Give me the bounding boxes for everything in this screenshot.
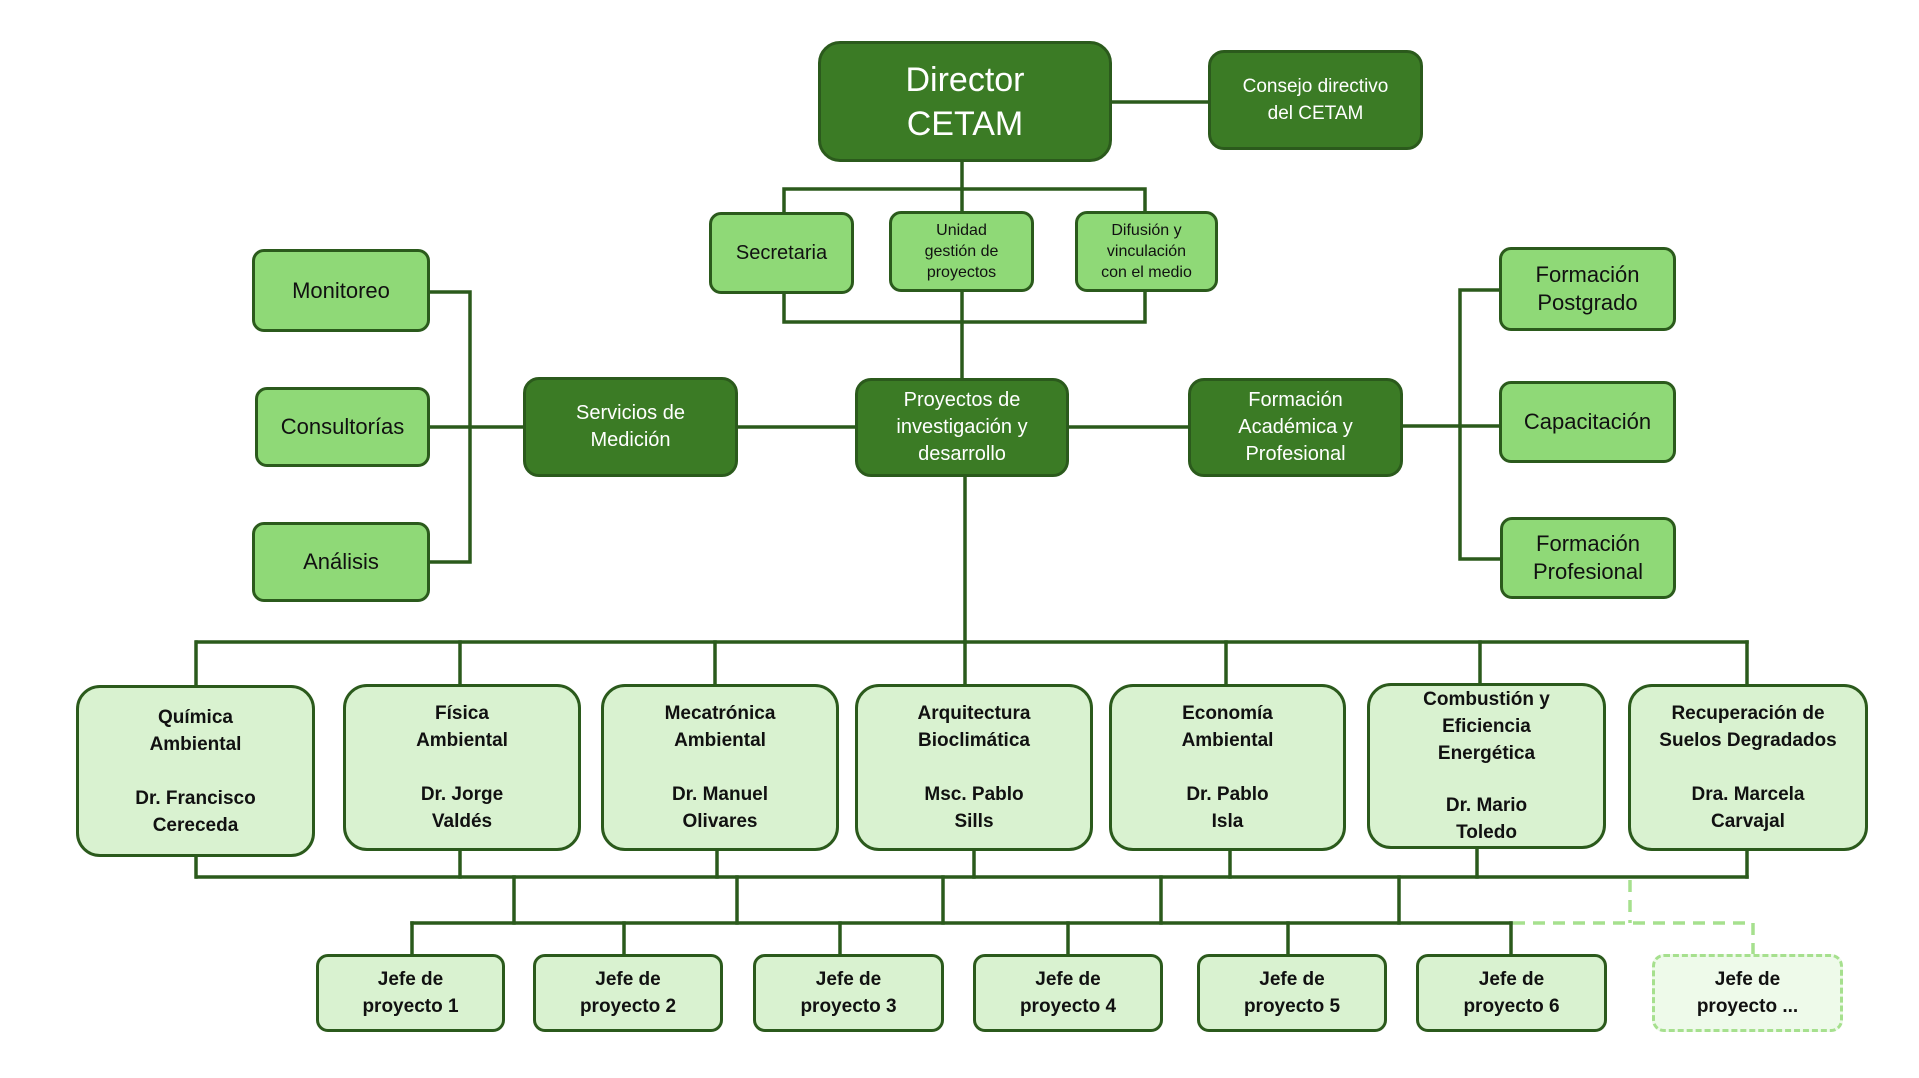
- branch-formacion-academica[interactable]: Formación Académica y Profesional: [1188, 378, 1403, 477]
- project-lead-1[interactable]: Jefe de proyecto 1: [316, 954, 505, 1032]
- department-head: Dr. Manuel Olivares: [671, 784, 769, 832]
- project-lead-label: Jefe de proyecto 3: [800, 969, 897, 1017]
- project-lead-label: Jefe de proyecto ...: [1696, 969, 1799, 1017]
- service-monitoreo[interactable]: Monitoreo: [252, 249, 430, 332]
- connector-placeholder-lead: [1513, 921, 1755, 954]
- department-combustion[interactable]: Combustión y Eficiencia Energética Dr. M…: [1367, 683, 1606, 849]
- department-area: Arquitectura Bioclimática: [917, 703, 1031, 751]
- staff-label: Difusión y vinculación con el medio: [1101, 222, 1192, 281]
- department-fisica[interactable]: Física Ambiental Dr. Jorge Valdés: [343, 684, 581, 851]
- department-quimica[interactable]: Química Ambiental Dr. Francisco Cereceda: [76, 685, 315, 857]
- project-lead-6[interactable]: Jefe de proyecto 6: [1416, 954, 1607, 1032]
- training-label: Formación Profesional: [1532, 531, 1644, 584]
- training-label: Capacitación: [1523, 409, 1652, 434]
- branch-proyectos-investigacion[interactable]: Proyectos de investigación y desarrollo: [855, 378, 1069, 477]
- connector-staff-top-bus: [782, 187, 1147, 214]
- training-capacitacion[interactable]: Capacitación: [1499, 381, 1676, 463]
- project-lead-label: Jefe de proyecto 1: [362, 969, 459, 1017]
- branch-label: Proyectos de investigación y desarrollo: [896, 389, 1028, 465]
- department-head: Msc. Pablo Sills: [924, 784, 1024, 832]
- council-label: Consejo directivo del CETAM: [1242, 76, 1389, 124]
- department-mecatronica[interactable]: Mecatrónica Ambiental Dr. Manuel Olivare…: [601, 684, 839, 851]
- staff-label: Secretaria: [735, 241, 828, 264]
- service-consultorias[interactable]: Consultorías: [255, 387, 430, 467]
- project-lead-label: Jefe de proyecto 5: [1243, 969, 1341, 1017]
- project-lead-label: Jefe de proyecto 4: [1019, 969, 1117, 1017]
- department-recuperacion[interactable]: Recuperación de Suelos Degradados Dra. M…: [1628, 684, 1868, 851]
- project-lead-3[interactable]: Jefe de proyecto 3: [753, 954, 944, 1032]
- council-box[interactable]: Consejo directivo del CETAM: [1208, 50, 1423, 150]
- service-label: Monitoreo: [292, 277, 390, 303]
- department-area: Química Ambiental: [149, 706, 242, 755]
- department-area: Combustión y Eficiencia Energética: [1423, 689, 1550, 764]
- service-label: Consultorías: [280, 414, 405, 439]
- staff-difusion[interactable]: Difusión y vinculación con el medio: [1075, 211, 1218, 292]
- department-head: Dr. Francisco Cereceda: [135, 787, 256, 836]
- department-area: Física Ambiental: [416, 703, 508, 751]
- department-economia[interactable]: Economía Ambiental Dr. Pablo Isla: [1109, 684, 1346, 851]
- branch-label: Servicios de Medición: [576, 402, 685, 451]
- project-lead-label: Jefe de proyecto 6: [1463, 969, 1560, 1017]
- training-profesional[interactable]: Formación Profesional: [1500, 517, 1676, 599]
- service-label: Análisis: [303, 549, 379, 574]
- director-box[interactable]: Director CETAM: [818, 41, 1112, 162]
- department-arquitectura[interactable]: Arquitectura Bioclimática Msc. Pablo Sil…: [855, 684, 1093, 851]
- department-head: Dr. Jorge Valdés: [420, 784, 504, 832]
- staff-label: Unidad gestión de proyectos: [924, 222, 999, 281]
- project-lead-5[interactable]: Jefe de proyecto 5: [1197, 954, 1387, 1032]
- branch-label: Formación Académica y Profesional: [1238, 389, 1353, 465]
- department-head: Dra. Marcela Carvajal: [1691, 784, 1805, 832]
- branch-servicios-medicion[interactable]: Servicios de Medición: [523, 377, 738, 477]
- department-area: Recuperación de Suelos Degradados: [1659, 703, 1837, 751]
- department-area: Economía Ambiental: [1181, 703, 1274, 751]
- training-label: Formación Postgrado: [1535, 262, 1640, 315]
- project-lead-2[interactable]: Jefe de proyecto 2: [533, 954, 723, 1032]
- staff-secretaria[interactable]: Secretaria: [709, 212, 854, 294]
- project-lead-label: Jefe de proyecto 2: [579, 969, 677, 1017]
- project-lead-4[interactable]: Jefe de proyecto 4: [973, 954, 1163, 1032]
- department-head: Dr. Pablo Isla: [1186, 784, 1269, 832]
- staff-unidad-gestion[interactable]: Unidad gestión de proyectos: [889, 211, 1034, 292]
- connector-staff-bottom-bus: [782, 290, 1147, 324]
- department-area: Mecatrónica Ambiental: [664, 703, 776, 751]
- department-head: Dr. Mario Toledo: [1445, 795, 1528, 843]
- project-lead-placeholder[interactable]: Jefe de proyecto ...: [1652, 954, 1843, 1032]
- director-label: Director CETAM: [905, 60, 1025, 143]
- training-postgrado[interactable]: Formación Postgrado: [1499, 247, 1676, 331]
- service-analisis[interactable]: Análisis: [252, 522, 430, 602]
